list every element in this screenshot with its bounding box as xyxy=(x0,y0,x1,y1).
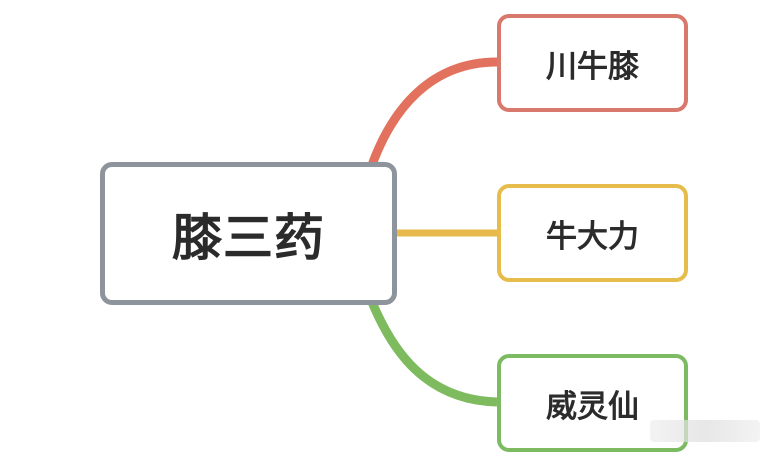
child-label: 威灵仙 xyxy=(546,388,639,425)
root-node[interactable]: 膝三药 xyxy=(100,162,397,305)
child-node-niudali[interactable]: 牛大力 xyxy=(497,184,688,282)
root-label: 膝三药 xyxy=(172,208,325,267)
child-label: 川牛膝 xyxy=(546,48,639,85)
child-label: 牛大力 xyxy=(546,218,639,255)
link-chuanniuxi xyxy=(367,57,498,167)
blurred-watermark xyxy=(650,420,760,442)
link-weilingxian xyxy=(367,300,498,407)
child-node-chuanniuxi[interactable]: 川牛膝 xyxy=(497,14,688,112)
